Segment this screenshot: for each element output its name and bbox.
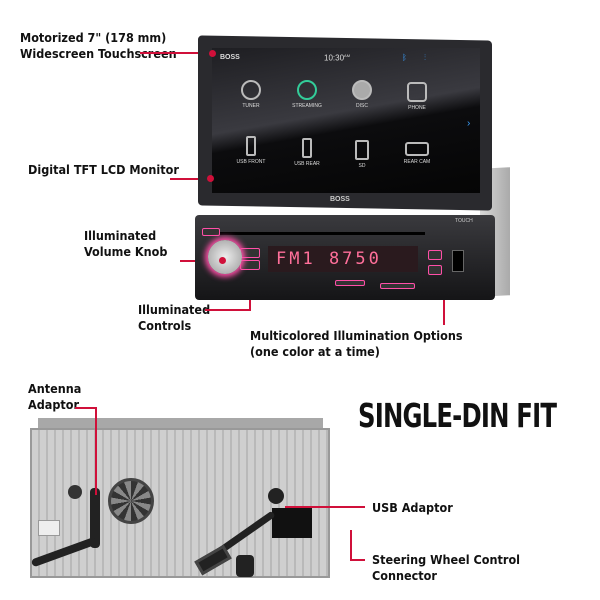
camera-icon — [405, 142, 429, 156]
cooling-fan — [108, 478, 154, 524]
next-page-icon[interactable]: › — [467, 118, 471, 129]
control-button[interactable] — [428, 265, 442, 275]
open-button[interactable] — [202, 228, 220, 236]
control-button[interactable] — [240, 260, 260, 270]
screen-time: 10:30AM — [324, 53, 351, 63]
bezel-brand: BOSS — [330, 196, 350, 203]
callout-dot — [209, 50, 216, 57]
phone-icon — [407, 82, 427, 102]
app-sd[interactable]: SD — [337, 140, 387, 169]
label-tft: Digital TFT LCD Monitor — [28, 162, 179, 177]
label-usb: USB Adaptor — [372, 500, 453, 515]
app-tuner[interactable]: TUNER — [226, 80, 276, 109]
callout-dot — [219, 257, 226, 264]
touch-logo: TOUCH — [455, 218, 473, 224]
usb-icon — [302, 138, 312, 158]
steering-connector — [236, 555, 254, 577]
callout-line — [205, 309, 250, 311]
headline: SINGLE-DIN FIT — [358, 396, 557, 435]
volume-knob[interactable] — [208, 240, 242, 274]
app-usb-front[interactable]: USB FRONT — [226, 136, 276, 165]
eject-button[interactable] — [428, 250, 442, 260]
app-phone[interactable]: PHONE — [392, 82, 442, 111]
antenna-port — [68, 485, 82, 499]
wiring-harness-port — [272, 508, 312, 538]
callout-line — [350, 530, 352, 560]
app-streaming[interactable]: STREAMING — [282, 80, 332, 109]
callout-dot — [207, 175, 214, 182]
control-button[interactable] — [380, 283, 415, 289]
callout-line — [75, 407, 97, 409]
label-motorized: Motorized 7" (178 mm)Widescreen Touchscr… — [20, 30, 177, 61]
lcd-display: FM1 8750 — [268, 246, 418, 272]
callout-line — [140, 52, 212, 54]
antenna-adaptor-cable — [90, 488, 100, 548]
usb-port — [452, 250, 464, 272]
label-multicolor: Multicolored Illumination Options(one co… — [250, 328, 463, 359]
app-usb-rear[interactable]: USB REAR — [282, 138, 332, 167]
equalizer-icon[interactable]: ⫶ — [424, 53, 426, 62]
sd-card-icon — [355, 140, 369, 160]
bluetooth-icon[interactable]: ᛒ — [402, 53, 407, 62]
disc-slot — [215, 232, 425, 235]
callout-line — [285, 506, 365, 508]
control-button[interactable] — [335, 280, 365, 286]
usb-icon — [246, 136, 256, 156]
app-rear-cam[interactable]: REAR CAM — [392, 142, 442, 165]
disc-icon — [352, 80, 372, 100]
tuner-icon — [241, 80, 261, 100]
callout-line — [170, 178, 210, 180]
screen-brand: BOSS — [220, 54, 240, 61]
app-disc[interactable]: DISC — [337, 80, 387, 109]
callout-line — [350, 559, 365, 561]
control-button[interactable] — [240, 248, 260, 258]
callout-line — [95, 407, 97, 495]
touchscreen[interactable]: BOSS 10:30AM ᛒ ⫶ TUNER STREAMING DISC PH… — [212, 48, 480, 193]
connector-port — [38, 520, 60, 536]
rear-chassis — [30, 428, 330, 578]
play-icon — [297, 80, 317, 100]
usb-adaptor-plug — [268, 488, 284, 504]
